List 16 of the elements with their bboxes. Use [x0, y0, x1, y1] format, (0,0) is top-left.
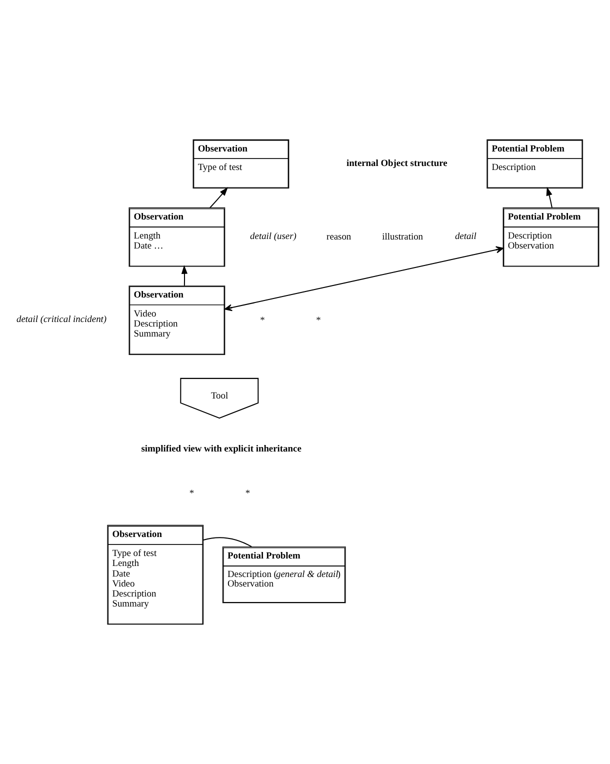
connector [203, 537, 252, 548]
label: illustration [382, 232, 423, 243]
arrow [210, 187, 228, 208]
label: reason [326, 232, 352, 243]
label: * [189, 489, 194, 500]
label: * [260, 316, 265, 326]
arrow [224, 246, 504, 312]
node-label: detail (user) [250, 232, 296, 242]
label: * [316, 316, 321, 326]
node-label: detail (critical incident) [16, 315, 107, 326]
node-label: detail [454, 232, 476, 242]
label: internal Object structure [346, 158, 448, 169]
label: * [245, 489, 250, 500]
label: simplified view with explicit inheritance [141, 444, 302, 455]
arrow [546, 186, 552, 208]
arrow [181, 265, 188, 286]
